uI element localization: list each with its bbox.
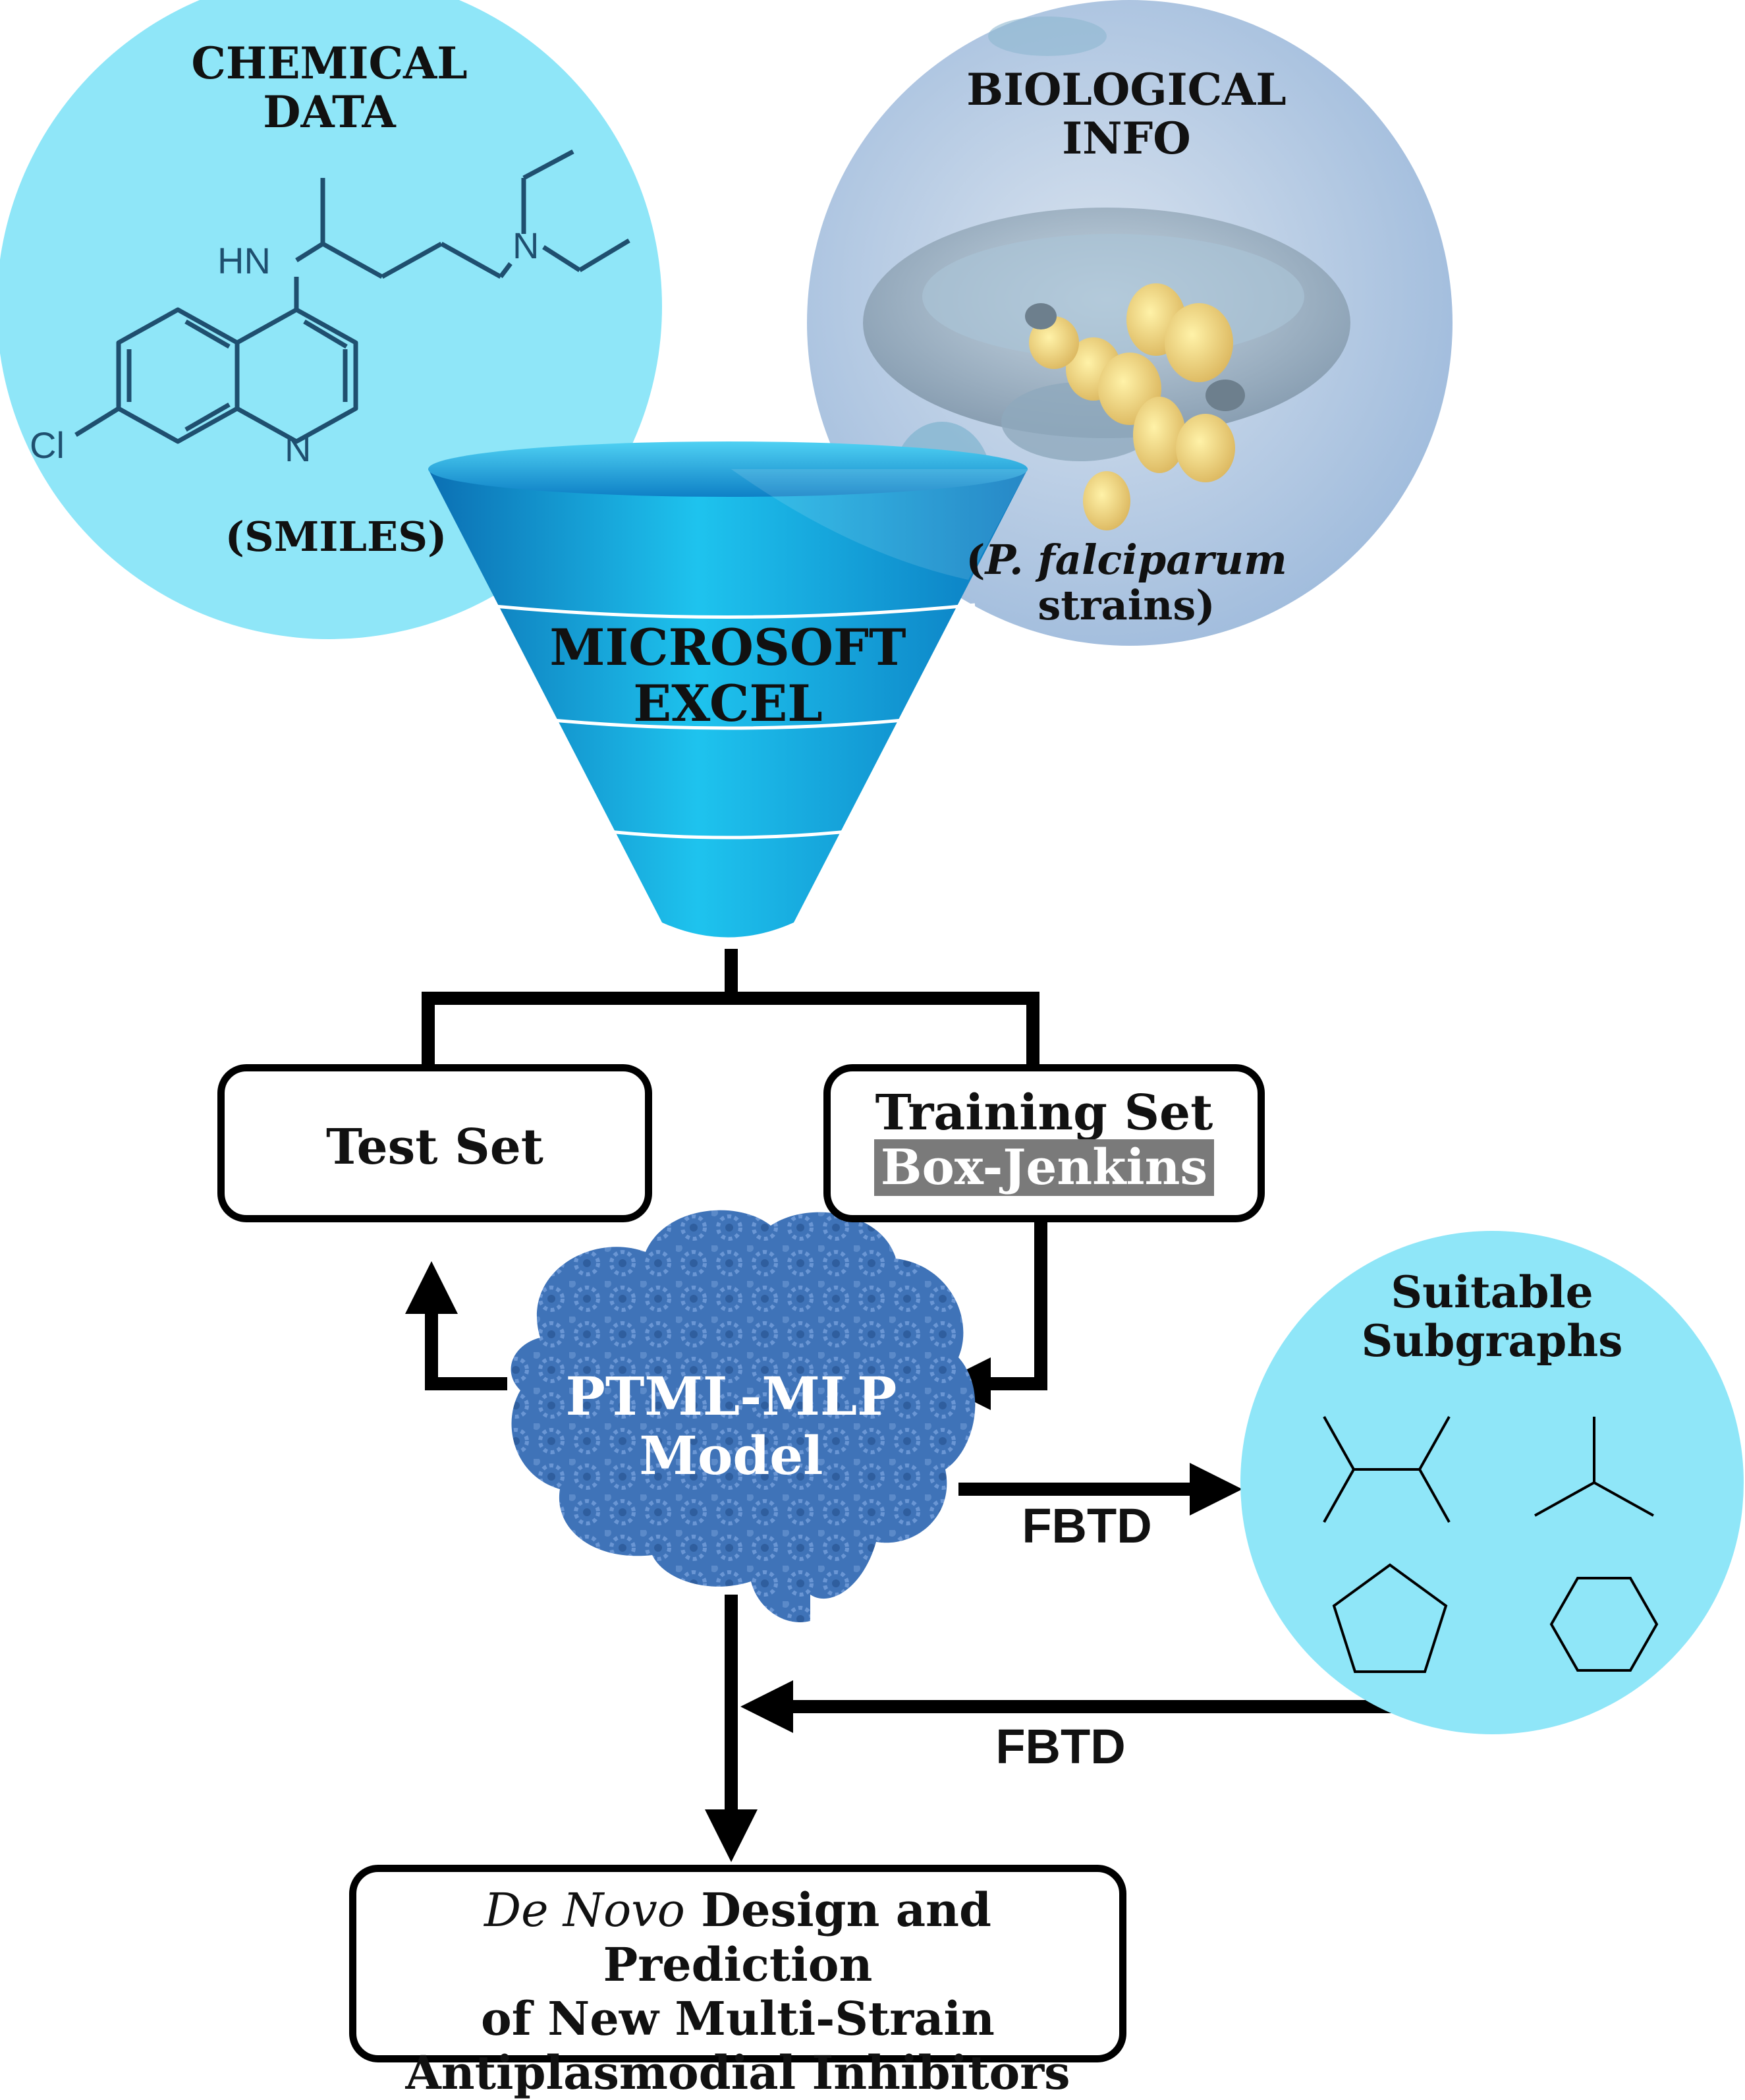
output-box [349, 1865, 1126, 2062]
chemical-data-title-line2: DATA [263, 86, 396, 138]
falciparum-caption-line2: strains) [1038, 581, 1215, 630]
model-label-line2: Model [639, 1424, 823, 1487]
falciparum-caption-open: ( [966, 536, 985, 584]
subgraphs-title-line2: Subgraphs [1361, 1315, 1623, 1367]
test-set-label: Test Set [326, 1119, 543, 1176]
biological-info-title: BIOLOGICAL INFO [929, 64, 1324, 164]
subgraphs-title-line1: Suitable [1391, 1266, 1593, 1318]
training-set-label-text: Training Set [875, 1085, 1213, 1141]
atom-n-amine: N [512, 225, 539, 266]
chemical-data-title-line1: CHEMICAL [191, 38, 468, 89]
model-label: PTML-MLP Model [540, 1367, 922, 1485]
funnel-label-line1: MICROSOFT [549, 618, 906, 677]
subgraphs-title: Suitable Subgraphs [1317, 1268, 1667, 1366]
falciparum-caption: (P. falciparum strains) [942, 537, 1311, 629]
box-jenkins-label: Box-Jenkins [873, 1139, 1215, 1196]
chloroquine-structure [74, 149, 630, 444]
atom-hn: HN [217, 240, 271, 281]
output-label-line2: of New Multi-Strain [481, 1991, 995, 2046]
atom-cl: Cl [30, 424, 65, 466]
falciparum-caption-italic: P. falciparum [985, 536, 1287, 584]
chemical-data-title: CHEMICAL DATA [132, 38, 527, 138]
output-label-line1: Design and Prediction [603, 1883, 991, 1992]
training-set-label: Training Set Box-Jenkins [823, 1085, 1265, 1196]
fbtd-label-lower: FBTD [995, 1719, 1126, 1774]
output-label-italic: De Novo [484, 1883, 685, 1937]
connectors [405, 949, 1393, 1862]
subgraph-shapes [1323, 1416, 1659, 1673]
smiles-caption: (SMILES) [225, 513, 447, 561]
funnel-label: MICROSOFT EXCEL [514, 619, 942, 731]
test-set-box [217, 1064, 652, 1222]
biological-info-title-line1: BIOLOGICAL [966, 64, 1287, 115]
biological-info-title-line2: INFO [1062, 112, 1191, 164]
suitable-subgraphs-circle [1240, 1231, 1744, 1734]
atom-n-ring: N [285, 428, 311, 469]
funnel-label-line2: EXCEL [633, 674, 823, 733]
model-label-line1: PTML-MLP [565, 1365, 897, 1427]
excel-funnel [428, 441, 1028, 938]
output-label-line3: Antiplasmodial Inhibitors [405, 2045, 1070, 2100]
fbtd-label-upper: FBTD [1022, 1498, 1152, 1553]
red-blood-cell-illustration [863, 16, 1350, 540]
ptml-mlp-brain [511, 1210, 976, 1622]
output-label: De Novo Design and Prediction of New Mul… [349, 1883, 1126, 2100]
